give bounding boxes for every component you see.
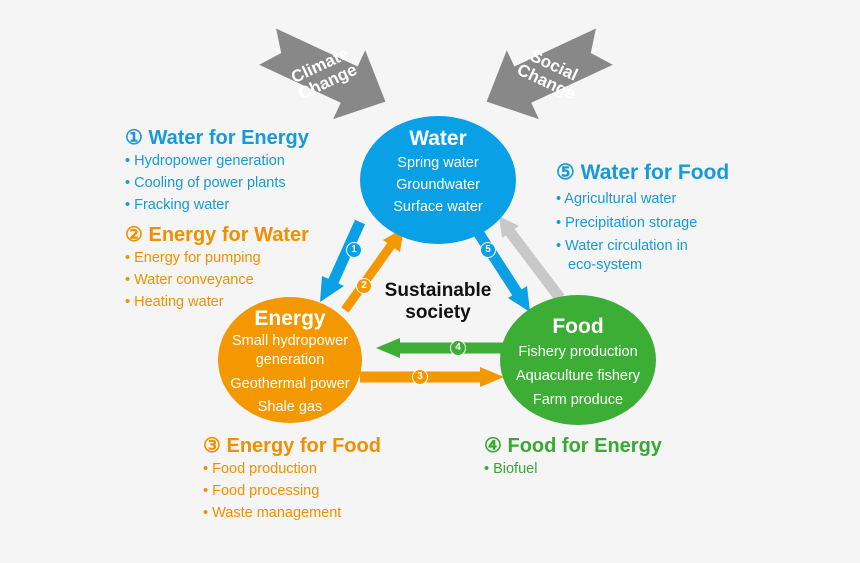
section-item: • Cooling of power plants <box>125 175 286 191</box>
section-title: ① Water for Energy <box>125 127 309 149</box>
food-item: Aquaculture fishery <box>515 368 641 384</box>
section-water-for-energy: ① Water for Energy • Hydropower generati… <box>125 125 309 216</box>
link-4-badge: 4 <box>450 340 466 356</box>
section-item: • Heating water <box>125 294 224 310</box>
link-2-badge: 2 <box>356 278 372 294</box>
arrow-food-to-water-feedback <box>499 216 565 302</box>
section-item: • Energy for pumping <box>125 250 261 266</box>
food-node <box>500 295 656 425</box>
section-water-for-food: ⑤ Water for Food • Agricultural water • … <box>556 160 729 273</box>
water-item: Surface water <box>393 199 483 215</box>
center-line2: society <box>405 302 471 323</box>
social-change-arrow <box>486 28 613 120</box>
section-item: • Water conveyance <box>125 272 254 288</box>
energy-item: Geothermal power <box>230 376 350 392</box>
water-title: Water <box>409 127 467 150</box>
water-node-text: Water Spring water Groundwater Surface w… <box>368 126 508 218</box>
section-item: • Biofuel <box>484 461 538 477</box>
food-title: Food <box>552 315 604 338</box>
link-5-badge: 5 <box>480 242 496 258</box>
food-item: Farm produce <box>532 392 624 408</box>
energy-item: Shale gas <box>257 399 323 415</box>
food-item: Fishery production <box>518 344 638 360</box>
section-item: • Food production <box>203 461 317 477</box>
arrow-3-energy-to-food <box>360 367 504 387</box>
arrow-5-water-to-food <box>469 223 530 312</box>
section-energy-for-food: ③ Energy for Food • Food production • Fo… <box>203 433 381 524</box>
water-item: Groundwater <box>396 177 480 193</box>
section-energy-for-water: ② Energy for Water • Energy for pumping … <box>125 222 309 313</box>
section-title: ③ Energy for Food <box>203 435 381 457</box>
energy-item: Small hydropower <box>231 333 349 349</box>
section-item: • Hydropower generation <box>125 153 285 169</box>
section-item: • Water circulation in <box>556 238 688 254</box>
sustainable-society-label: Sustainable society <box>368 280 508 324</box>
section-item: • Precipitation storage <box>556 215 698 231</box>
section-item: • Agricultural water <box>556 191 677 207</box>
water-node <box>360 116 516 244</box>
link-3-badge: 3 <box>412 369 428 385</box>
section-title: ② Energy for Water <box>125 224 309 246</box>
water-item: Spring water <box>397 155 479 171</box>
link-1-badge: 1 <box>346 242 362 258</box>
section-food-for-energy: ④ Food for Energy • Biofuel <box>484 433 662 480</box>
section-item: • Waste management <box>203 505 342 521</box>
energy-item: generation <box>255 352 325 368</box>
section-title: ④ Food for Energy <box>484 435 662 457</box>
energy-title: Energy <box>254 307 326 330</box>
section-item: • Food processing <box>203 483 320 499</box>
food-node-text: Food Fishery production Aquaculture fish… <box>500 314 656 412</box>
energy-node <box>218 297 362 423</box>
arrow-4-food-to-energy <box>376 338 510 358</box>
section-item: • Fracking water <box>125 197 230 213</box>
section-title: ⑤ Water for Food <box>556 161 730 184</box>
energy-node-text: Energy Small hydropower generation Geoth… <box>220 306 360 417</box>
center-line1: Sustainable <box>384 280 492 301</box>
section-item: eco-system <box>568 257 643 273</box>
climate-change-arrow <box>259 28 386 120</box>
